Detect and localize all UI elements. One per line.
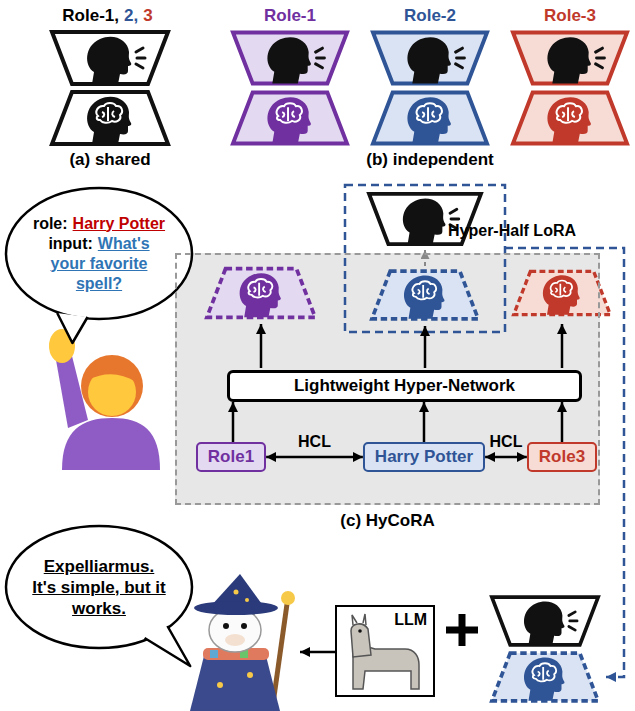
speaker-icon (492, 597, 598, 645)
brain-icon (372, 271, 478, 319)
role-label: Role3 (539, 447, 585, 467)
edge-label-holder: HCL (490, 433, 523, 451)
role-heading: Role-2 (404, 6, 456, 25)
field-value: Harry Potter (73, 215, 165, 232)
arrow (260, 324, 263, 368)
label-holder: Role-1 (264, 6, 316, 26)
hycora-region: (c) HyCoRALightweight Hyper-NetworkRole1… (175, 253, 600, 505)
role-label: Role1 (208, 447, 254, 467)
role-heading: Role-3 (544, 6, 596, 25)
role-heading: Role-1, (62, 6, 119, 25)
plus-sign (446, 614, 478, 646)
connector (423, 402, 426, 442)
role-box: Role1 (196, 442, 266, 472)
speech-bubble: Expelliarmus. It's simple, but it works. (4, 524, 194, 650)
role-label: Harry Potter (375, 447, 473, 467)
label-holder: Role-3 (544, 6, 596, 26)
speaker-icon (513, 32, 627, 83)
speaker-icon (52, 32, 168, 84)
arrow (561, 324, 564, 368)
brain-icon (52, 92, 168, 144)
label-holder: Hyper-Half LoRA (448, 222, 576, 240)
speech-bubble: role: Harry Potter input:What's your favor… (4, 186, 194, 321)
connector (485, 456, 527, 459)
panel-caption: (b) independent (366, 150, 493, 169)
box-label: Lightweight Hyper-Network (294, 376, 515, 396)
connector (232, 402, 235, 442)
label-holder: (a) shared (69, 150, 150, 170)
role-box: Harry Potter (363, 442, 485, 472)
label-holder: (b) independent (366, 150, 493, 170)
annotation: Hyper-Half LoRA (448, 222, 576, 239)
brain-icon (513, 92, 627, 143)
bubble-line: input:What's your favorite spell? (30, 234, 168, 294)
connector (266, 456, 363, 459)
speaker-icon (233, 32, 347, 83)
label-group: Role-1, 2, 3 (62, 6, 157, 26)
brain-icon (514, 271, 611, 314)
region-caption: (c) HyCoRA (177, 511, 598, 531)
hyper-half-box (345, 185, 505, 332)
brain-icon (207, 269, 315, 318)
role-box: Role3 (527, 442, 597, 472)
role-heading: 2, (124, 6, 138, 25)
process-box: Lightweight Hyper-Network (227, 370, 582, 402)
connector (561, 402, 564, 442)
edge-label: HCL (490, 433, 523, 450)
edge-label-holder: HCL (298, 433, 331, 451)
llama-wizard (190, 574, 295, 711)
llm-label: LLM (394, 611, 427, 629)
user-figure (49, 329, 160, 470)
bubble-line: role: Harry Potter (33, 214, 165, 234)
field-name: input: (48, 235, 92, 252)
brain-icon (373, 92, 487, 143)
arrow (424, 326, 427, 368)
role-heading: 3 (143, 6, 152, 25)
speaker-icon (373, 32, 487, 83)
panel-caption: (a) shared (69, 150, 150, 169)
bubble-outline (4, 186, 194, 321)
reply-text: Expelliarmus. It's simple, but it works. (30, 556, 168, 619)
brain-icon (492, 653, 598, 701)
label-holder: Role-2 (404, 6, 456, 26)
field-name: role: (33, 215, 68, 232)
arrow (300, 651, 335, 654)
brain-icon (233, 92, 347, 143)
edge-label: HCL (298, 433, 331, 450)
llm-box: LLM (335, 605, 435, 697)
role-heading: Role-1 (264, 6, 316, 25)
